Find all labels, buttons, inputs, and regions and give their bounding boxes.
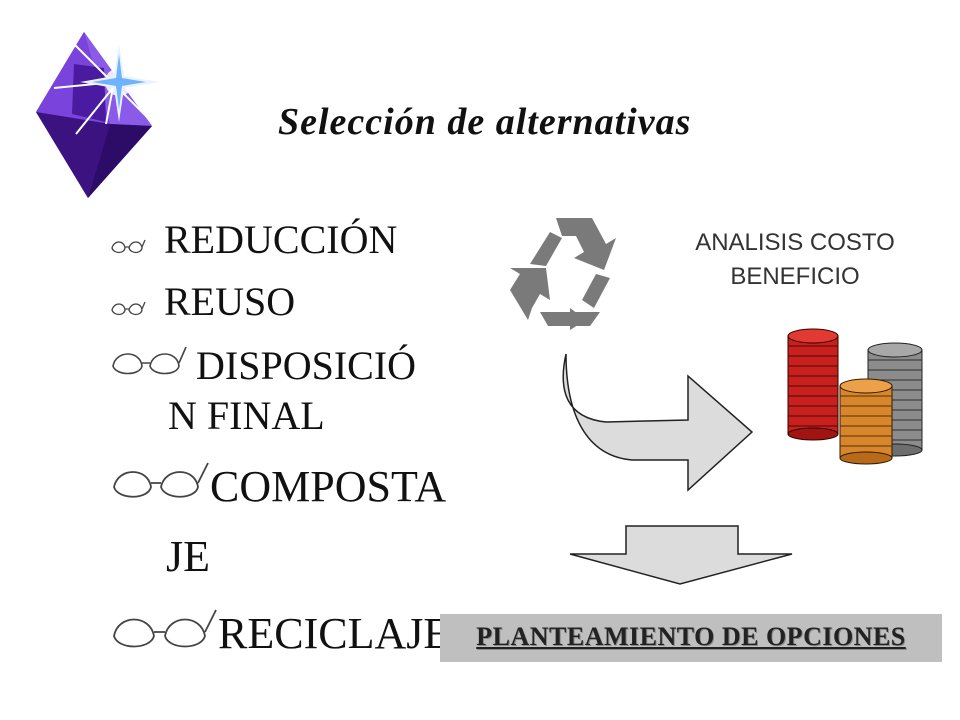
analysis-line-2: BENEFICIO <box>730 263 860 290</box>
page-title: Selección de alternativas <box>278 101 692 143</box>
glasses-bullet-icon <box>112 346 187 375</box>
glasses-bullet-icon <box>113 609 217 648</box>
options-banner-background <box>440 614 942 662</box>
bullet-label: DISPOSICIÓ <box>196 343 417 388</box>
glasses-bullet-icon <box>111 239 146 254</box>
bullet-label: RECICLAJE <box>218 609 451 658</box>
diamond-star-icon <box>36 18 177 198</box>
bullet-label: COMPOSTA <box>210 462 447 511</box>
glasses-bullet-icon <box>111 301 146 316</box>
curved-arrow-icon <box>562 353 754 492</box>
bullet-label: REUSO <box>164 279 296 324</box>
analysis-label: ANALISIS COSTO BENEFICIO <box>650 226 940 294</box>
analysis-line-1: ANALISIS COSTO <box>695 229 895 256</box>
coin-stacks-icon <box>787 328 923 465</box>
options-banner-label: PLANTEAMIENTO DE OPCIONES <box>476 622 906 651</box>
bullet-label: REDUCCIÓN <box>164 217 398 262</box>
bullet-label-continued: JE <box>166 532 210 581</box>
bullet-label-continued: N FINAL <box>168 393 325 438</box>
down-arrow-icon <box>569 525 793 585</box>
recycle-icon <box>510 218 616 330</box>
glasses-bullet-icon <box>113 462 209 498</box>
